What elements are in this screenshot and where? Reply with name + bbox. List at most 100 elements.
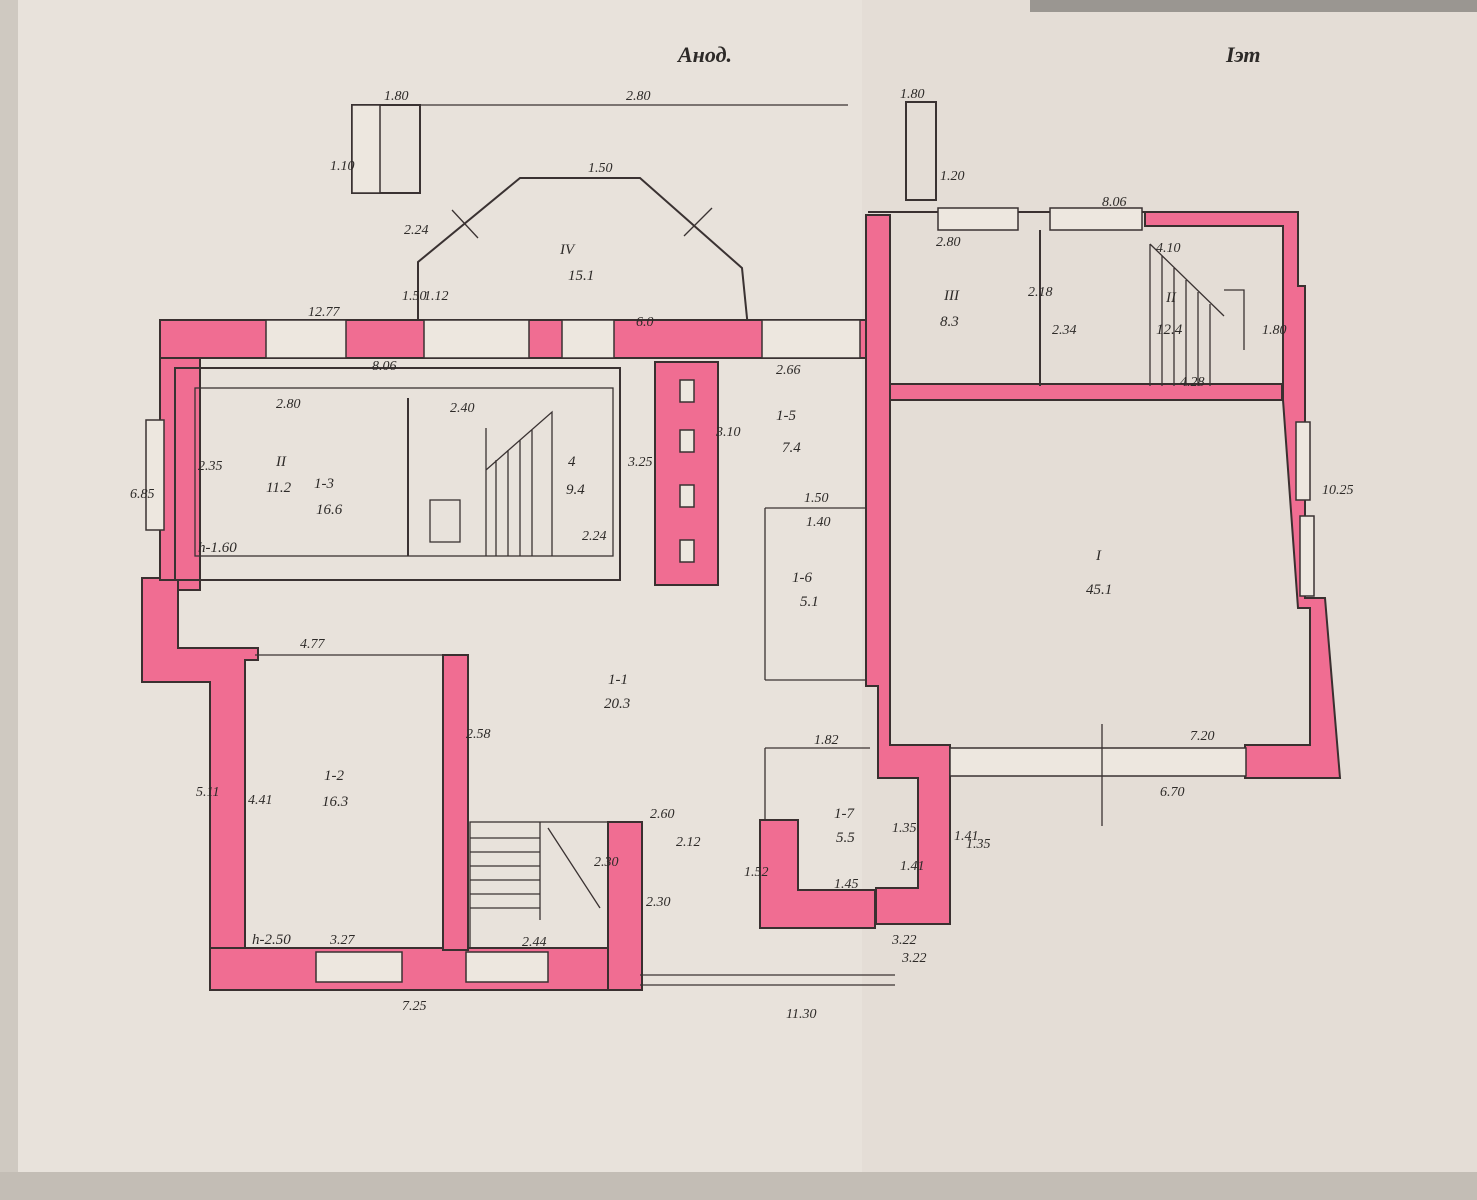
room-1-2-area: 16.3 [322,794,348,810]
room-iii-num: III [943,288,960,304]
window-north-2 [423,319,530,359]
dim-top-porch-w: 1.80 [384,89,409,104]
right-window-south [949,747,1247,777]
dim-south-wall-h: 5.11 [196,785,219,800]
dim-e7-w2: 1.45 [834,877,859,892]
dim-bay-side-l: 2.24 [404,223,429,238]
dim-sw-b: 3.22 [901,951,927,966]
dim-e6-top: 1.50 [804,491,829,506]
column-hole-2 [679,429,695,453]
dim-north-mid: 6.0 [636,315,654,330]
room-i-area: 45.1 [1086,582,1112,598]
dim-r-top-w: 8.06 [1102,195,1127,210]
dim-top-run: 2.80 [626,89,651,104]
dim-r2-b: 4.28 [1180,375,1205,390]
room-1-3-area: 16.6 [316,502,343,518]
dim-south-in: 7.20 [1190,729,1215,744]
header-right: Іэт [1225,42,1261,67]
dim-south-out: 6.70 [1160,785,1185,800]
room-iv-num: IV [559,242,576,258]
bay-cross-1 [451,209,479,239]
wall-west [141,577,259,951]
window-north-3 [561,319,615,359]
dim-stair2-h: 2.30 [594,855,619,870]
basement-inner [194,387,614,557]
dim-bay-side-c: 1.12 [424,289,449,304]
dim-bottom-stair: 2.44 [522,935,547,950]
ground-stair-box [469,821,609,949]
dim-stair-x: 2.24 [582,529,607,544]
dim-e7-x: 2.12 [676,835,701,850]
dim-sw-h: 1.35 [966,837,991,852]
dim-bay-side-ll: 1.50 [402,289,427,304]
ground-stair-treads [470,822,601,920]
dim-bot-right: 3.22 [891,933,917,948]
dim-e-side: 1.41 [954,829,979,844]
dim-2-30: 2.30 [646,895,671,910]
dim-e6-w: 1.40 [806,515,831,530]
dim-r2-w: 4.10 [1156,241,1181,256]
dim-r-porch-w: 1.80 [900,87,925,102]
right-window-east-2 [1299,515,1315,597]
dim-room2-w: 2.80 [276,397,301,412]
dim-west-h: 2.35 [198,459,223,474]
dim-mid-w: 4.77 [300,637,326,652]
dim-r2-h: 2.34 [1052,323,1077,338]
dim-west-outer: 6.85 [130,487,155,502]
room-ii-area: 11.2 [266,480,292,496]
room-iv-area: 15.1 [568,268,594,284]
dim-bottom-total: 7.25 [402,999,427,1014]
window-west-1 [145,419,165,531]
room-4-num: 4 [568,454,576,470]
column-hole-3 [679,484,695,508]
wall-stair-enclosure [607,821,643,991]
basement-step-block [429,499,461,543]
room-iii-area: 8.3 [940,314,959,330]
dim-stair-h: 3.25 [627,455,653,470]
room-ii-num: II [275,454,287,470]
dim-east-h: 10.25 [1322,483,1354,498]
dim-bottom-w1: 3.27 [329,933,356,948]
room-1-7-area: 5.5 [836,830,855,846]
dim-corridor-h: 2.58 [466,727,491,742]
dim-e7-top: 1.82 [814,733,839,748]
wall-south [209,947,641,991]
right-window-top-1 [937,207,1019,231]
window-north-4 [761,319,861,359]
paper-shadow-bottom [0,1172,1477,1200]
paper-sheet-right [862,0,1477,1185]
basement-stair [485,410,553,556]
right-window-east-1 [1295,421,1311,501]
level-ground: h-2.50 [252,932,291,948]
dim-e7-h: 1.52 [744,865,769,880]
right-wall-west [865,214,951,925]
room-1-5-area: 7.4 [782,440,801,456]
dim-r-porch-h: 1.20 [940,169,965,184]
room-1-5-num: 1-5 [776,408,796,424]
bay-cross-2 [683,207,713,237]
paper-shadow-top [1030,0,1477,12]
level-basement: h-1.60 [198,540,237,556]
dim-porch-h: 1.10 [330,159,355,174]
dim-r3-h: 2.18 [1028,285,1053,300]
header-left: Анод. [676,42,732,67]
room-1-1-area: 20.3 [604,696,630,712]
room-1-6-area: 5.1 [800,594,819,610]
basement-outline [174,367,621,581]
right-stair [1149,243,1245,386]
dim-inner-top: 8.06 [372,359,397,374]
room-i-num: I [1095,548,1102,564]
dim-north-wall: 12.77 [308,305,341,320]
room-1-7-num: 1-7 [834,806,855,822]
room-1-1-num: 1-1 [608,672,628,688]
dim-bay-top: 1.50 [588,161,613,176]
dim-right-total: 11.30 [786,1007,816,1022]
wall-inner-vertical [442,654,469,951]
room-1-2-num: 1-2 [324,768,344,784]
room-ii-r-num: II [1165,290,1177,306]
dim-e5-w: 2.66 [776,363,801,378]
dim-r2-e: 1.80 [1262,323,1287,338]
column-hole-4 [679,539,695,563]
column-hole-1 [679,379,695,403]
